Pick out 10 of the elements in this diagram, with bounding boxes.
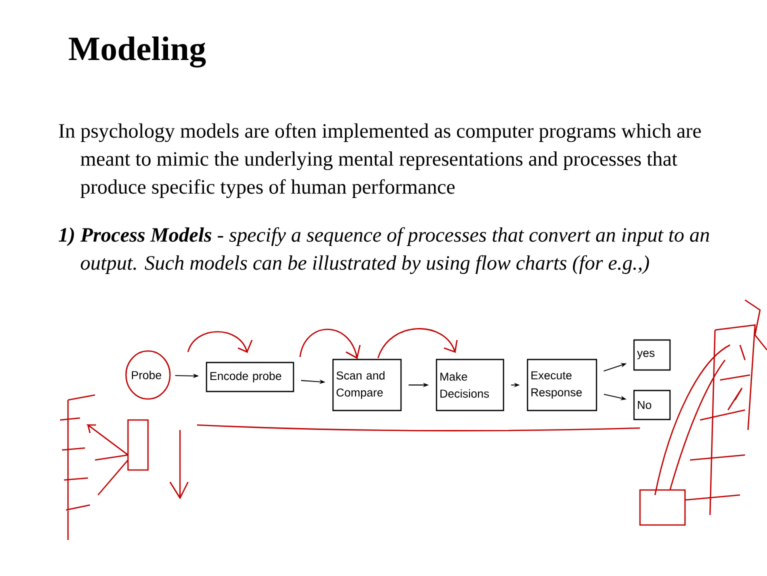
process-box: Encode probe bbox=[206, 362, 294, 392]
process-box: Scan and Compare bbox=[332, 358, 402, 412]
body-paragraph: In psychology models are often implemented as computer programs which are meant to mimic the underlying mental representations and processes that produce specific types of human performance bbox=[58, 123, 701, 198]
body-paragraph: 1) Process Models - specify a sequence of processes that convert an input to an output. Such models can be illustrated by using flow charts (for e.g.,) bbox=[58, 227, 710, 274]
start-label: Probe bbox=[132, 370, 162, 380]
process-box: No bbox=[633, 390, 671, 420]
slide-title: Modeling bbox=[68, 36, 206, 68]
process-box: Make Decisions bbox=[436, 358, 504, 412]
process-box: yes bbox=[633, 339, 671, 371]
process-box: Execute Response bbox=[526, 358, 598, 412]
